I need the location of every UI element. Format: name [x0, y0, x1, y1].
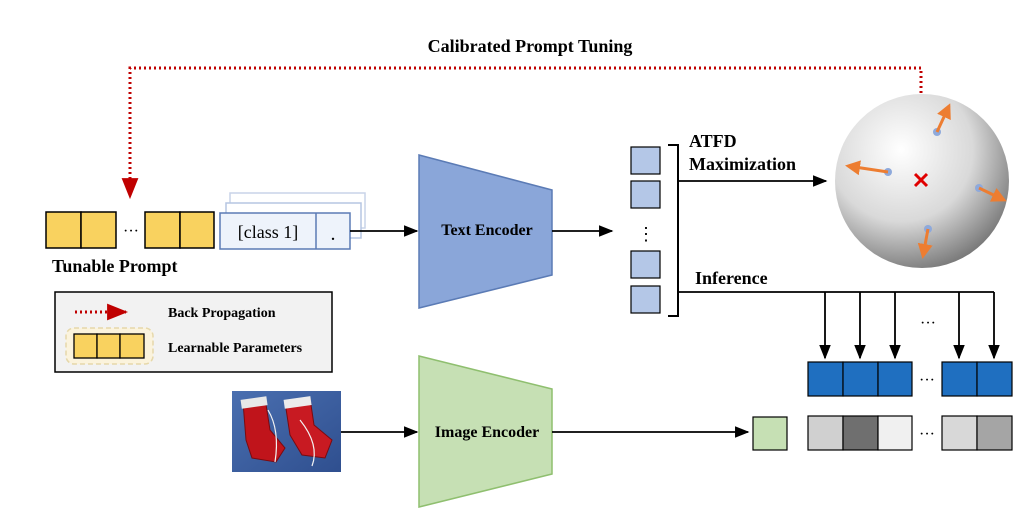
inference-ellipsis: ···: [920, 315, 936, 332]
push-arrow: [935, 103, 951, 133]
legend-token: [73, 333, 98, 359]
text-feature-ellipsis: ⋮: [637, 224, 655, 244]
calibrated-prompt-tuning-title: Calibrated Prompt Tuning: [428, 36, 633, 56]
score-cell: [877, 415, 913, 451]
class-token-stack: [class 1] .: [219, 192, 366, 250]
back-propagation-path: [121, 66, 923, 200]
legend-token: [119, 333, 145, 359]
feature-bracket: [668, 144, 679, 317]
score-cell: [976, 415, 1013, 451]
knitted-socks-photo: [232, 391, 341, 472]
legend-token: [96, 333, 121, 359]
text-feature-cell: [630, 146, 661, 175]
prompt-ellipsis: ···: [123, 223, 139, 240]
class-card-front: [219, 212, 351, 250]
class-embedding-row: ···: [807, 361, 1013, 397]
center-cross-icon: [913, 172, 929, 188]
score-cell: [941, 415, 978, 451]
class-embedding-cell: [842, 361, 879, 397]
similarity-score-row: ···: [807, 415, 1013, 451]
image-encoder-label: Image Encoder: [435, 424, 539, 441]
class-embedding-cell: [877, 361, 913, 397]
prompt-token: [144, 211, 181, 249]
class-token-text: [class 1]: [238, 222, 298, 242]
push-arrow: [917, 228, 933, 259]
class-embedding-ellipsis: ···: [919, 372, 935, 389]
score-cell: [807, 415, 844, 451]
tunable-prompt: ···: [45, 211, 215, 249]
inference-drops: [819, 292, 1000, 360]
prompt-token: [80, 211, 117, 249]
hypersphere-icon: [835, 94, 1009, 268]
score-ellipsis: ···: [919, 426, 935, 443]
text-encoder-label: Text Encoder: [441, 222, 532, 239]
image-encoder-block: [418, 355, 553, 508]
text-feature-cell: [630, 180, 661, 209]
class-token-dot: .: [331, 223, 336, 245]
text-feature-column: ⋮: [630, 146, 661, 314]
score-cell: [842, 415, 879, 451]
text-feature-cell: [630, 250, 661, 279]
prompt-token: [45, 211, 82, 249]
maximization-label: Maximization: [689, 154, 796, 174]
legend: Back Propagation Learnable Parameters: [54, 291, 333, 373]
image-feature-cell: [752, 416, 788, 451]
atfd-label: ATFD: [689, 131, 737, 151]
inference-label: Inference: [695, 268, 768, 288]
class-embedding-cell: [807, 361, 844, 397]
prompt-token: [179, 211, 215, 249]
legend-learnable-parameters-label: Learnable Parameters: [168, 341, 303, 356]
class-embedding-cell: [941, 361, 978, 397]
tunable-prompt-label: Tunable Prompt: [52, 256, 178, 276]
push-arrow: [978, 186, 1007, 202]
text-encoder-block: [418, 154, 553, 309]
class-embedding-cell: [976, 361, 1013, 397]
legend-back-propagation-label: Back Propagation: [168, 306, 276, 321]
text-feature-cell: [630, 285, 661, 314]
push-arrow: [845, 160, 889, 176]
